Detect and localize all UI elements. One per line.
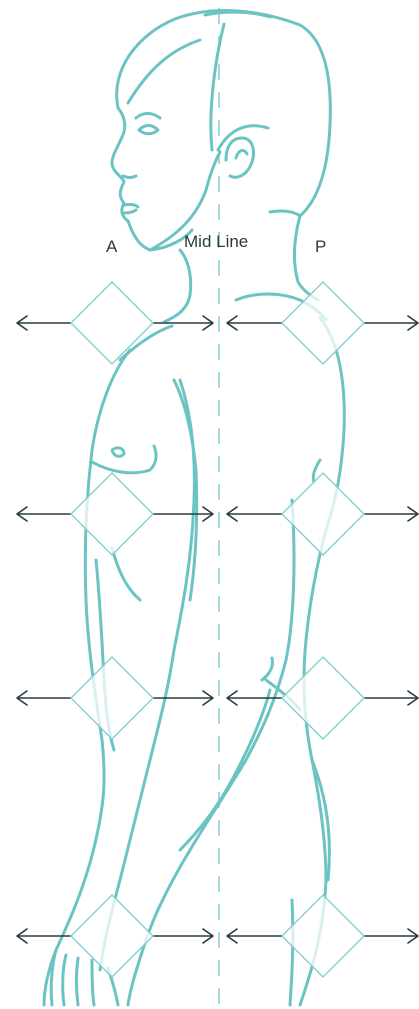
neck-front [164, 250, 191, 322]
nipple [112, 448, 124, 456]
thigh-back [290, 900, 293, 1005]
ear-inner [236, 151, 247, 158]
back-neck-line [270, 211, 300, 216]
finger-4 [92, 960, 94, 1005]
diamond-anterior-chest[interactable] [71, 473, 153, 555]
diamond-anterior-shoulder[interactable] [71, 282, 153, 364]
level-chest [17, 473, 418, 555]
hair-inner-line [128, 40, 200, 103]
midline-label: Mid Line [184, 233, 248, 250]
diamond-anterior-waist[interactable] [71, 657, 153, 739]
lips [124, 204, 138, 213]
forearm-ridge [180, 690, 270, 850]
neck-back [294, 216, 318, 300]
diamond-posterior-shoulder[interactable] [282, 282, 364, 364]
level-waist [17, 657, 418, 739]
measurement-levels [17, 282, 418, 977]
ear [226, 138, 254, 177]
ribcage-line [112, 548, 140, 600]
hair-side [211, 24, 224, 150]
diamond-posterior-hip[interactable] [282, 895, 364, 977]
finger-3 [77, 958, 79, 1005]
elbow [262, 658, 273, 680]
posterior-label: P [315, 238, 326, 255]
nostril [123, 176, 136, 178]
anterior-label: A [106, 238, 117, 255]
level-shoulder [17, 282, 418, 364]
eyebrow [136, 114, 160, 119]
diamond-anterior-hip[interactable] [71, 895, 153, 977]
diamond-posterior-waist[interactable] [282, 657, 364, 739]
eye [139, 126, 158, 134]
finger-2 [63, 955, 66, 1005]
